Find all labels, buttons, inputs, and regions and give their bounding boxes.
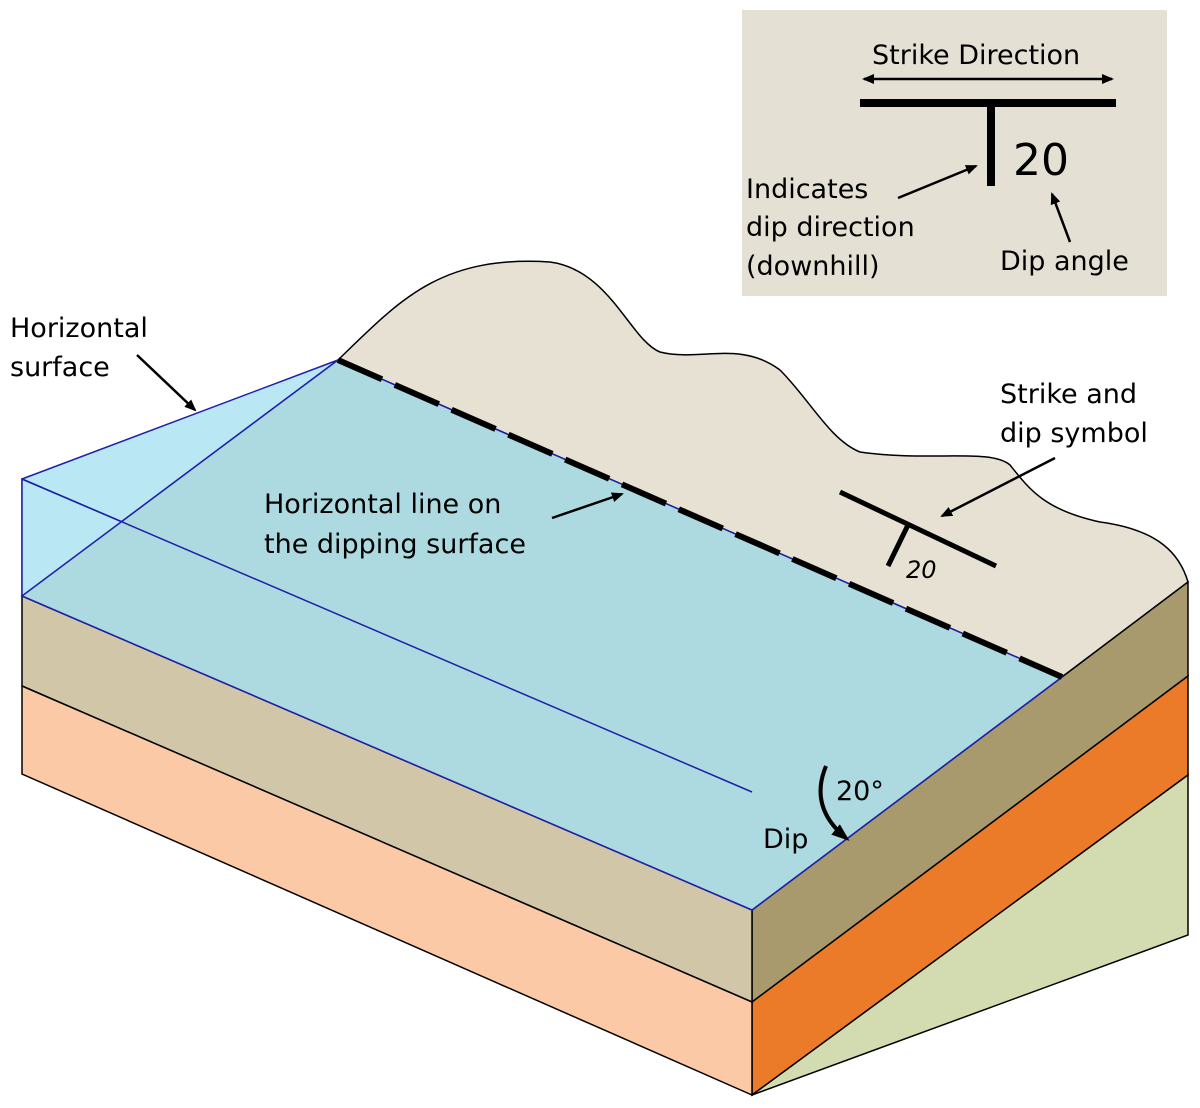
symbol-value: 20 <box>906 556 937 584</box>
horizontal-surface-edge <box>21 478 753 793</box>
horizontal-line-arrow <box>551 492 624 520</box>
dip-label: Dip <box>763 824 808 855</box>
horizontal-surface-label: Horizontal surface <box>10 313 156 383</box>
strike-dip-symbol <box>838 489 998 569</box>
strike-dashed-line <box>336 357 1064 680</box>
layer-peach-front <box>21 684 753 1097</box>
legend-dip-direction-arrow <box>897 164 978 200</box>
legend-dip-angle-text: Dip angle <box>1000 246 1129 277</box>
horizontal-surface-arrow <box>136 354 197 412</box>
layer-green-right <box>751 773 1189 1096</box>
legend-strike-direction: Strike Direction <box>872 40 1080 71</box>
legend-dip-value: 20 <box>1013 135 1069 186</box>
legend-dip-angle-arrow <box>1050 192 1072 243</box>
legend-background <box>742 10 1167 296</box>
horizontal-line-label: Horizontal line on the dipping surface <box>264 489 526 560</box>
strike-dip-symbol-label: Strike and dip symbol <box>1000 379 1148 449</box>
land-surface <box>336 260 1189 678</box>
strike-dip-symbol-arrow <box>940 456 1056 518</box>
dip-angle-label: 20° <box>836 776 884 807</box>
legend-box: Strike Direction 20 Indicates dip direct… <box>742 10 1167 296</box>
dip-angle-arc <box>818 765 850 841</box>
legend-dip-direction-text: Indicates dip direction (downhill) <box>746 174 923 282</box>
